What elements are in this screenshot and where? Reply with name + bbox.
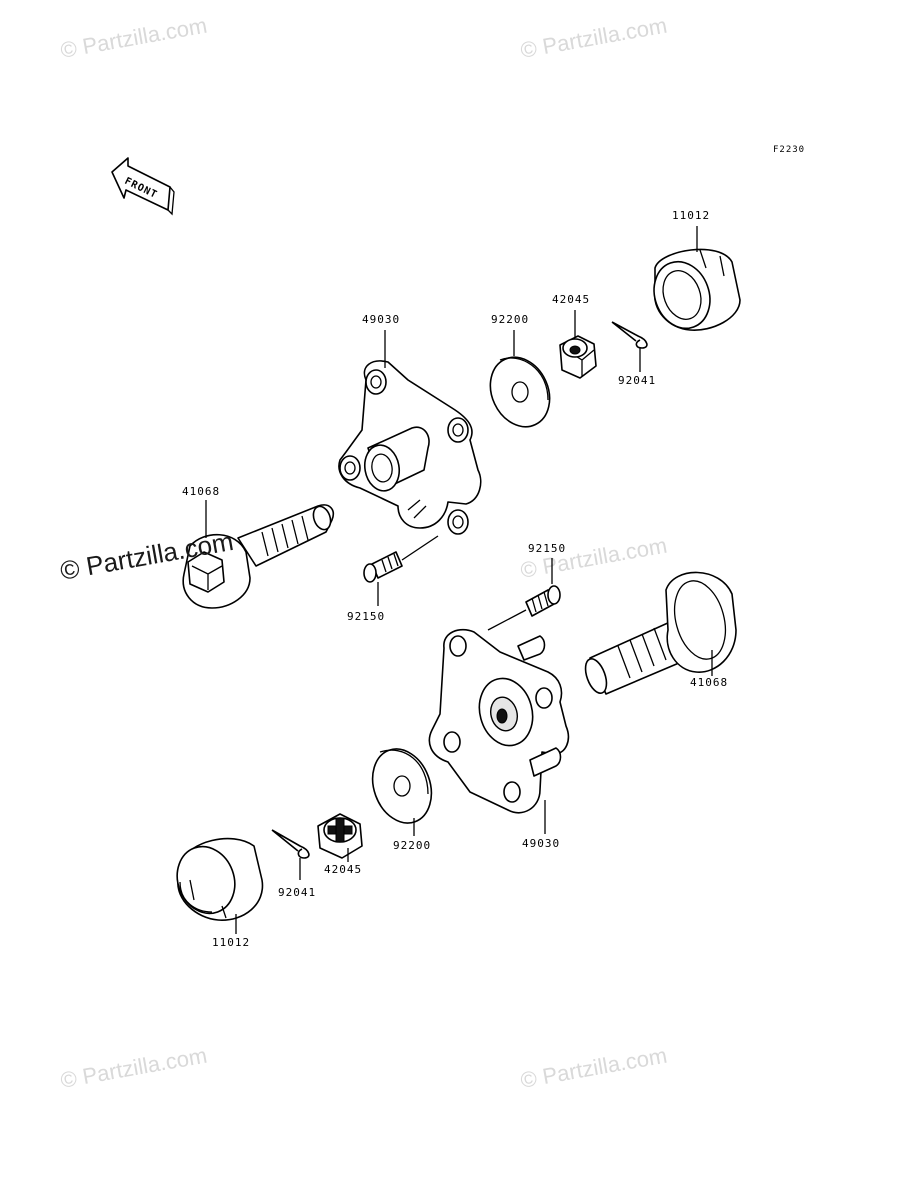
cotter-pin-bottom [271, 829, 310, 859]
hub-top [338, 360, 482, 535]
cotter-pin-top [611, 321, 648, 349]
axle-right [584, 571, 737, 695]
label-axle-right: 41068 [690, 676, 728, 689]
label-hub-top: 49030 [362, 313, 400, 326]
label-stud-bottom: 92150 [528, 542, 566, 555]
label-washer-top: 92200 [491, 313, 529, 326]
castle-nut-top [559, 335, 597, 379]
label-cotter-pin-bottom: 92041 [278, 886, 316, 899]
label-cotter-pin-top: 92041 [618, 374, 656, 387]
cap-top [653, 248, 741, 331]
label-cap-top: 11012 [672, 209, 710, 222]
stud-upper [363, 535, 439, 583]
stud-lower [487, 585, 561, 631]
watermark-middle-right: © Partzilla.com [519, 533, 669, 583]
watermark-bottom-right: © Partzilla.com [519, 1043, 669, 1093]
label-stud-top: 92150 [347, 610, 385, 623]
axle-left [182, 504, 334, 609]
label-nut-bottom: 42045 [324, 863, 362, 876]
label-hub-bottom: 49030 [522, 837, 560, 850]
label-axle-left: 41068 [182, 485, 220, 498]
castle-nut-bottom [317, 813, 363, 859]
washer-top [489, 356, 551, 428]
watermark-top-right: © Partzilla.com [519, 13, 669, 63]
label-washer-bottom: 92200 [393, 839, 431, 852]
washer-bottom [371, 748, 433, 824]
label-nut-top: 42045 [552, 293, 590, 306]
reference-code: F2230 [773, 145, 805, 155]
front-arrow-icon: FRONT [111, 157, 175, 216]
label-cap-bottom: 11012 [212, 936, 250, 949]
watermark-top-left: © Partzilla.com [59, 13, 209, 63]
watermark-bottom-left: © Partzilla.com [59, 1043, 209, 1093]
hub-bottom [428, 628, 570, 814]
cap-bottom [176, 837, 264, 921]
